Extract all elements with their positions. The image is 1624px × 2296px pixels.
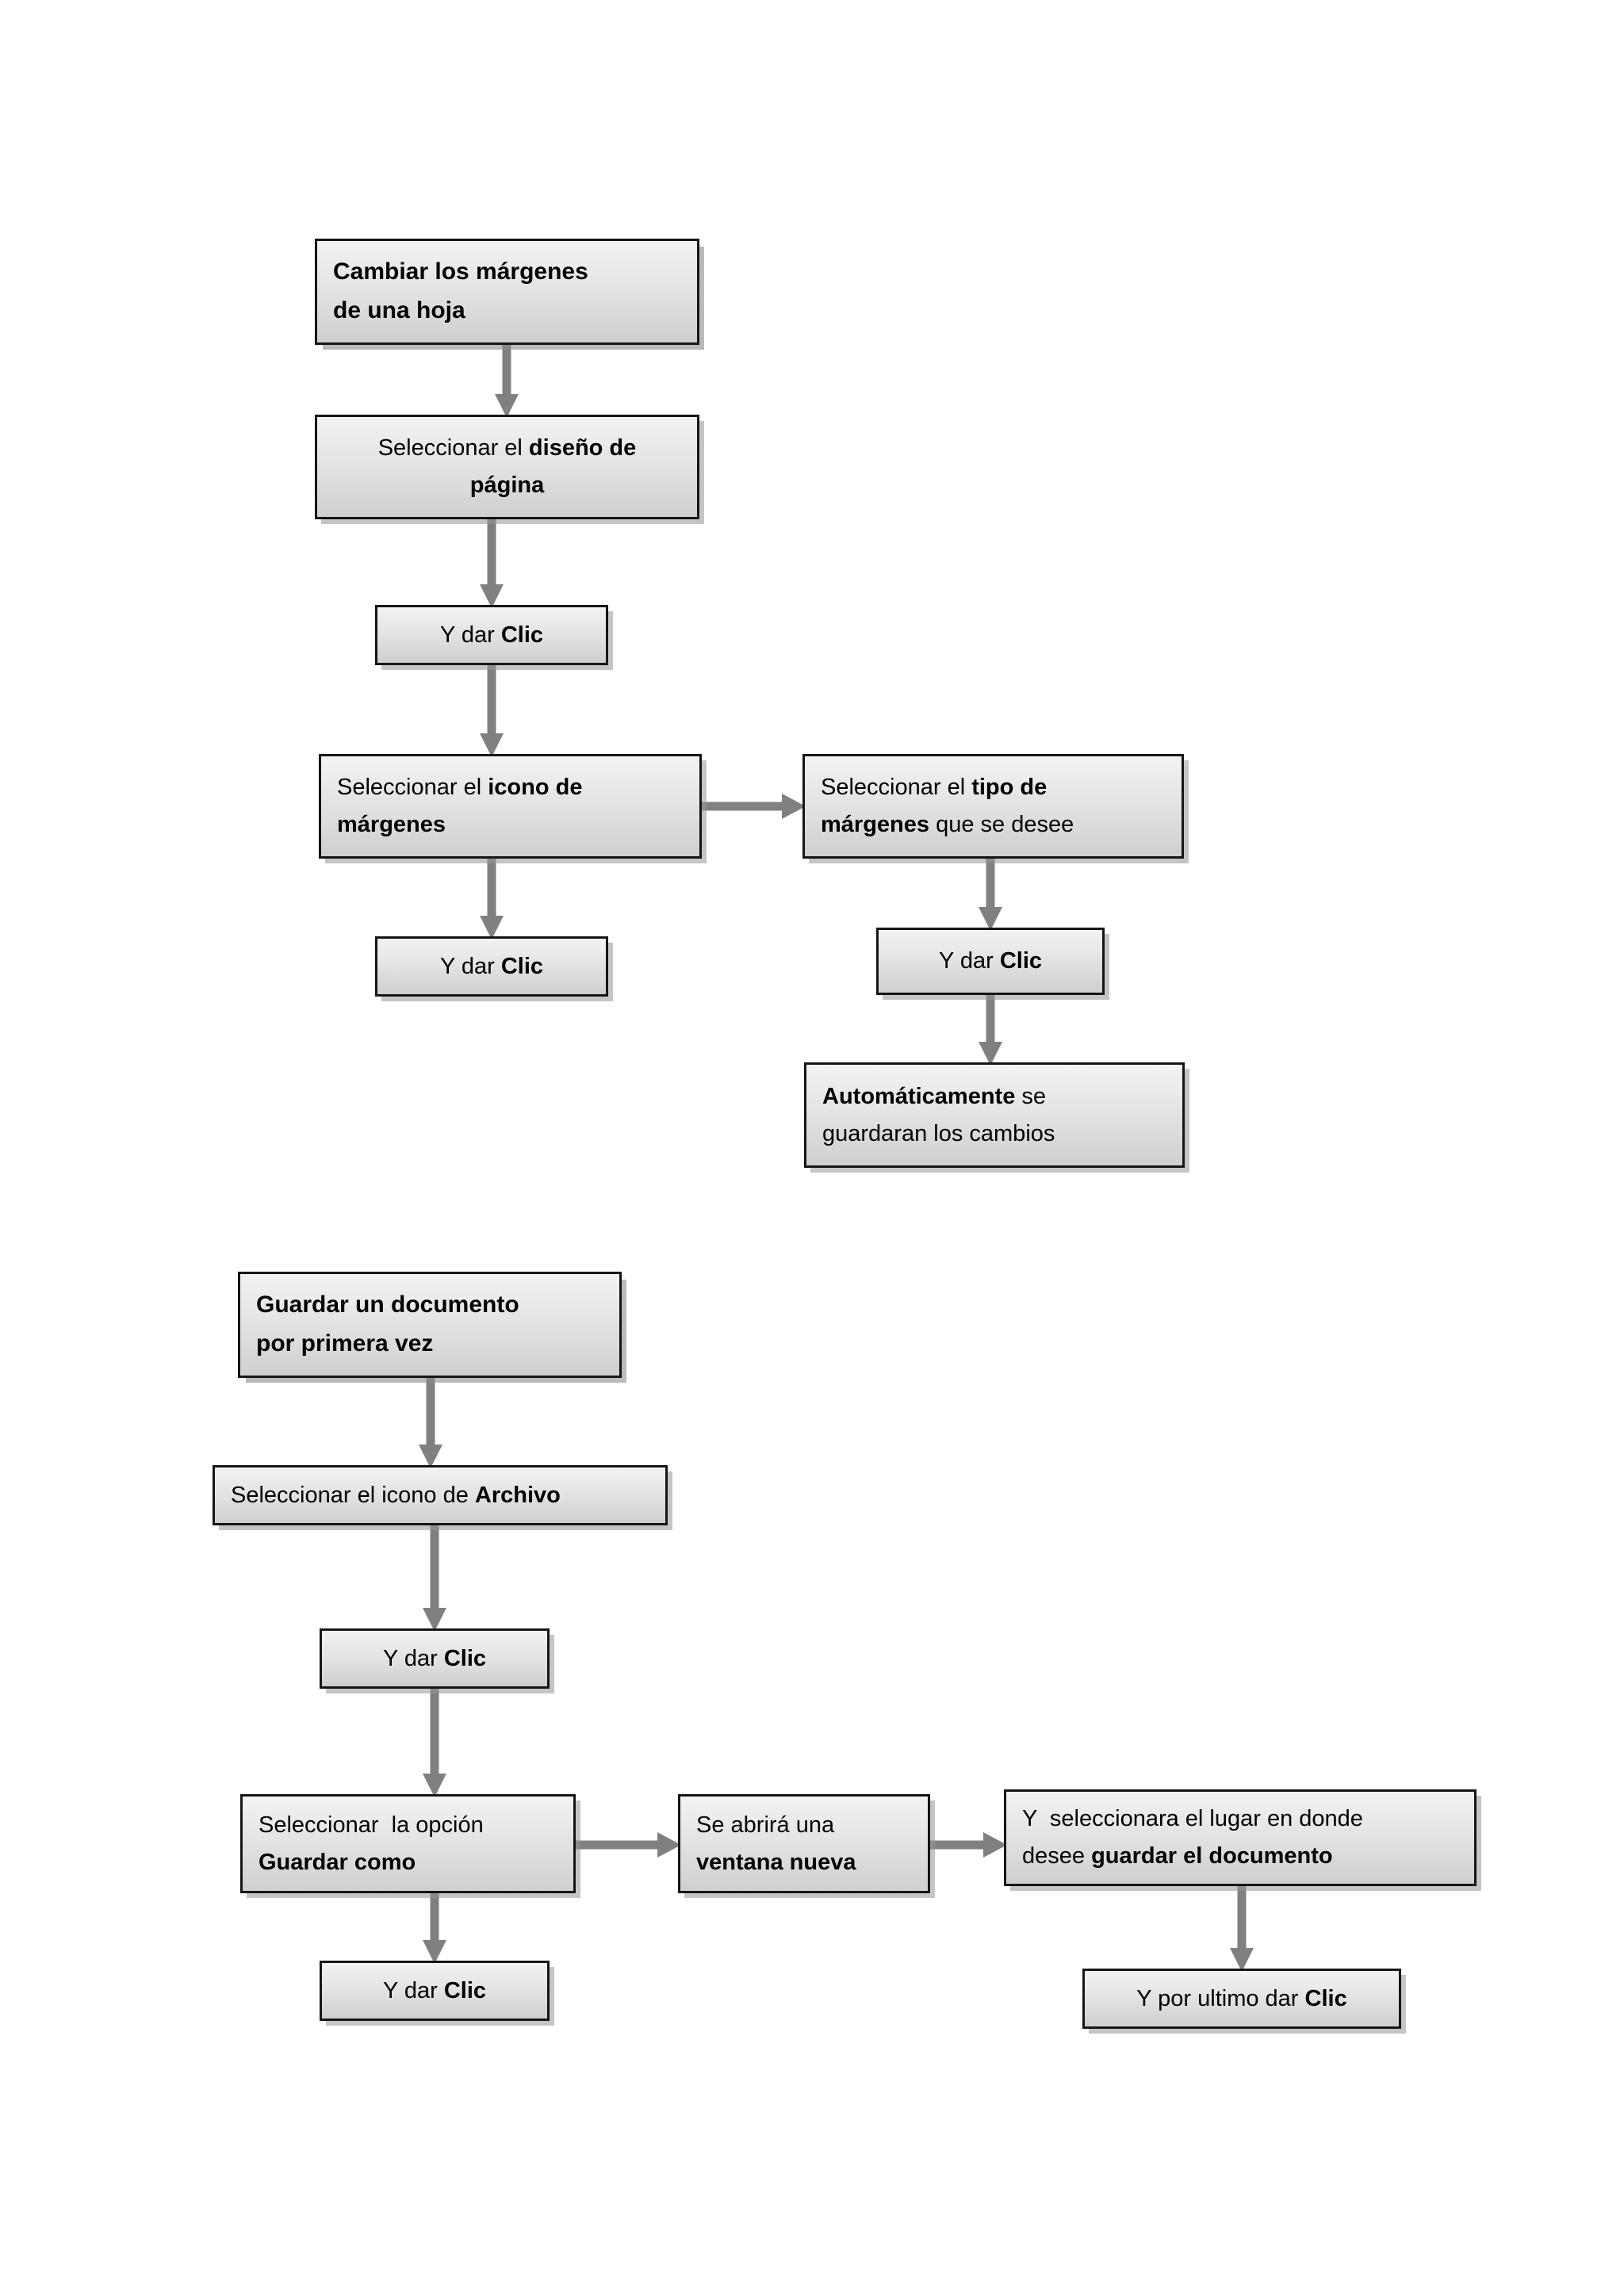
- flow-node-seleccionar-lugar-guardar-documento: Y seleccionara el lugar en donde desee gu…: [1004, 1789, 1477, 1886]
- plain-text: desee: [1022, 1843, 1092, 1869]
- emphasis-text: márgenes: [821, 812, 930, 837]
- flow-node-cambiar-margenes-title: Cambiar los márgenes de una hoja: [315, 239, 699, 345]
- flow-node-seleccionar-icono-margenes: Seleccionar el icono de márgenes: [319, 754, 702, 859]
- emphasis-text: Clic: [500, 622, 544, 648]
- emphasis-text: guardar el documento: [1091, 1843, 1333, 1869]
- emphasis-text: Automáticamente: [822, 1083, 1016, 1109]
- flow-node-line: márgenes: [337, 806, 685, 844]
- emphasis-text: Guardar como: [259, 1849, 416, 1875]
- flow-node-line: guardaran los cambios: [822, 1115, 1168, 1153]
- arrow-m3-m4: [423, 1689, 446, 1797]
- arrow-m6-m8: [1230, 1886, 1254, 1972]
- arrow-m4-m5: [576, 1832, 681, 1858]
- plain-text: Se abrirá una: [696, 1812, 835, 1838]
- plain-text: Y dar: [382, 1977, 444, 2003]
- flow-node-line: Y dar Clic: [331, 1640, 538, 1678]
- flow-node-line: Guardar como: [259, 1844, 559, 1881]
- flow-node-line: Seleccionar el icono de: [337, 769, 685, 806]
- emphasis-text: icono de: [488, 775, 583, 801]
- flow-node-se-abrira-ventana-nueva: Se abrirá una ventana nueva: [678, 1794, 930, 1893]
- plain-text: Y seleccionara el lugar en donde: [1022, 1806, 1363, 1832]
- arrow-m5-m6: [930, 1832, 1007, 1858]
- emphasis-text: ventana nueva: [696, 1849, 856, 1875]
- arrow-n3-n4: [480, 665, 504, 757]
- flow-node-line: Y seleccionara el lugar en donde: [1022, 1800, 1460, 1838]
- flow-node-y-dar-clic-5: Y dar Clic: [320, 1961, 550, 2021]
- flow-node-y-dar-clic-2: Y dar Clic: [375, 936, 608, 997]
- plain-text: Seleccionar el: [377, 435, 529, 461]
- emphasis-text: por primera vez: [256, 1330, 434, 1357]
- plain-text: Y por ultimo dar: [1136, 1985, 1305, 2011]
- flow-node-seleccionar-diseno-pagina: Seleccionar el diseño de página: [315, 415, 699, 519]
- flow-node-line: Y dar Clic: [331, 1973, 538, 2010]
- flow-node-line: Seleccionar el tipo de: [821, 769, 1167, 806]
- emphasis-text: Archivo: [474, 1482, 561, 1508]
- flow-node-y-dar-clic-1: Y dar Clic: [375, 605, 608, 665]
- plain-text: Y dar: [439, 953, 501, 979]
- arrow-m2-m3: [423, 1525, 446, 1632]
- emphasis-text: de una hoja: [333, 297, 465, 323]
- arrow-n7-n8: [979, 995, 1002, 1066]
- plain-text: se: [1015, 1083, 1047, 1109]
- arrow-m1-m2: [419, 1378, 442, 1468]
- flow-node-line: Y dar Clic: [387, 948, 596, 985]
- arrow-n1-n2: [495, 345, 519, 418]
- plain-text: Seleccionar la opción: [259, 1812, 484, 1838]
- flow-node-guardar-documento-title: Guardar un documento por primera vez: [238, 1272, 622, 1378]
- flow-node-line: Y por ultimo dar Clic: [1094, 1980, 1389, 2018]
- flow-node-line: Y dar Clic: [387, 617, 596, 654]
- flow-node-line: desee guardar el documento: [1022, 1838, 1460, 1875]
- emphasis-text: Clic: [999, 948, 1043, 974]
- flow-node-line: márgenes que se desee: [821, 806, 1167, 844]
- arrow-n4-n6: [480, 859, 504, 939]
- plain-text: Seleccionar el icono de: [231, 1482, 475, 1508]
- flow-node-line: ventana nueva: [696, 1844, 914, 1881]
- arrow-m4-m7: [423, 1893, 446, 1964]
- emphasis-text: Clic: [1304, 1985, 1347, 2011]
- plain-text: Y dar: [439, 622, 501, 648]
- flow-node-seleccionar-icono-archivo: Seleccionar el icono de Archivo: [213, 1465, 668, 1525]
- flow-node-line: Seleccionar el icono de Archivo: [231, 1477, 651, 1514]
- arrow-n4-n5: [702, 794, 806, 819]
- emphasis-text: diseño de: [528, 435, 637, 461]
- flow-node-line: Seleccionar la opción: [259, 1807, 559, 1844]
- flow-node-y-dar-clic-3: Y dar Clic: [876, 928, 1105, 995]
- flow-node-line: Guardar un documento: [256, 1286, 605, 1325]
- emphasis-text: Clic: [443, 1977, 487, 2003]
- arrow-n2-n3: [480, 519, 504, 608]
- plain-text: Seleccionar el: [337, 775, 488, 801]
- flow-node-y-dar-clic-4: Y dar Clic: [320, 1628, 550, 1689]
- flow-node-line: Cambiar los márgenes: [333, 253, 683, 292]
- emphasis-text: Clic: [500, 953, 544, 979]
- flow-node-automaticamente-guardaran-cambios: Automáticamente se guardaran los cambios: [804, 1062, 1185, 1168]
- emphasis-text: márgenes: [337, 812, 446, 837]
- plain-text: Y dar: [382, 1645, 444, 1671]
- flow-node-line: de una hoja: [333, 292, 683, 331]
- flow-node-line: página: [327, 467, 688, 504]
- plain-text: Y dar: [938, 948, 1000, 974]
- emphasis-text: tipo de: [971, 775, 1048, 801]
- plain-text: Seleccionar el: [821, 775, 972, 801]
- flow-node-line: Seleccionar el diseño de: [327, 430, 688, 467]
- emphasis-text: Cambiar los márgenes: [333, 258, 588, 285]
- arrow-n5-n7: [979, 859, 1002, 931]
- emphasis-text: Guardar un documento: [256, 1292, 519, 1318]
- flow-node-line: Automáticamente se: [822, 1078, 1168, 1115]
- flow-node-y-por-ultimo-dar-clic: Y por ultimo dar Clic: [1082, 1969, 1401, 2029]
- emphasis-text: Clic: [443, 1645, 487, 1671]
- plain-text: guardaran los cambios: [822, 1120, 1055, 1146]
- flow-node-line: por primera vez: [256, 1325, 605, 1364]
- flow-node-line: Se abrirá una: [696, 1807, 914, 1844]
- plain-text: que se desee: [929, 812, 1074, 837]
- emphasis-text: página: [469, 473, 545, 498]
- flow-node-line: Y dar Clic: [888, 943, 1093, 980]
